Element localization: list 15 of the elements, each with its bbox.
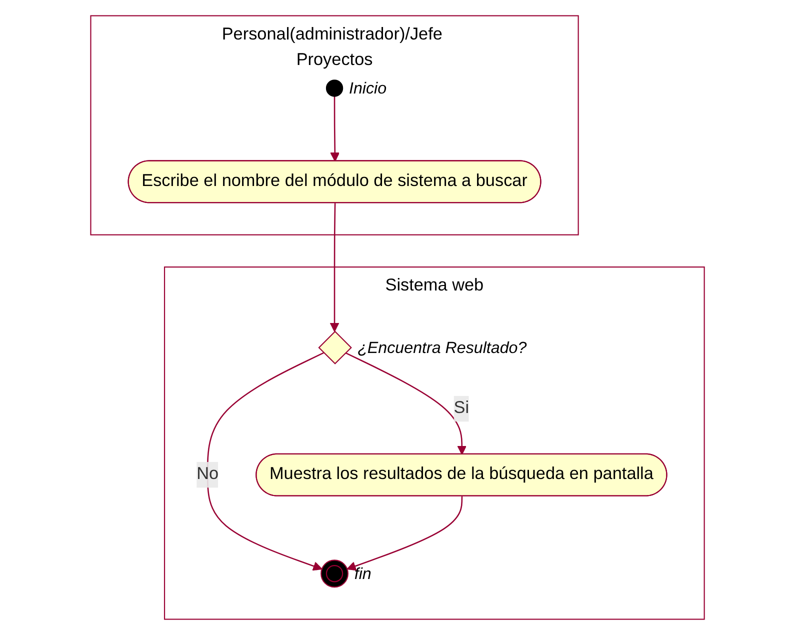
arrow	[346, 496, 463, 571]
node-caption: fin	[354, 565, 372, 583]
edge-label: No	[196, 465, 219, 484]
activity-box: Muestra los resultados de la búsqueda en pantalla	[256, 453, 668, 496]
arrow	[330, 96, 340, 162]
node-caption: ¿Encuentra Resultado?	[358, 338, 527, 357]
activity-box: Escribe el nombre del módulo de sistema a buscar	[128, 160, 542, 204]
state-circle	[320, 560, 348, 588]
node-caption: Inicio	[349, 80, 387, 98]
edge-label: Si	[454, 399, 470, 418]
arrow	[206, 352, 324, 571]
arrow	[330, 203, 340, 332]
decision-diamond	[318, 330, 352, 364]
state-circle	[326, 80, 344, 97]
arrow	[345, 352, 467, 455]
